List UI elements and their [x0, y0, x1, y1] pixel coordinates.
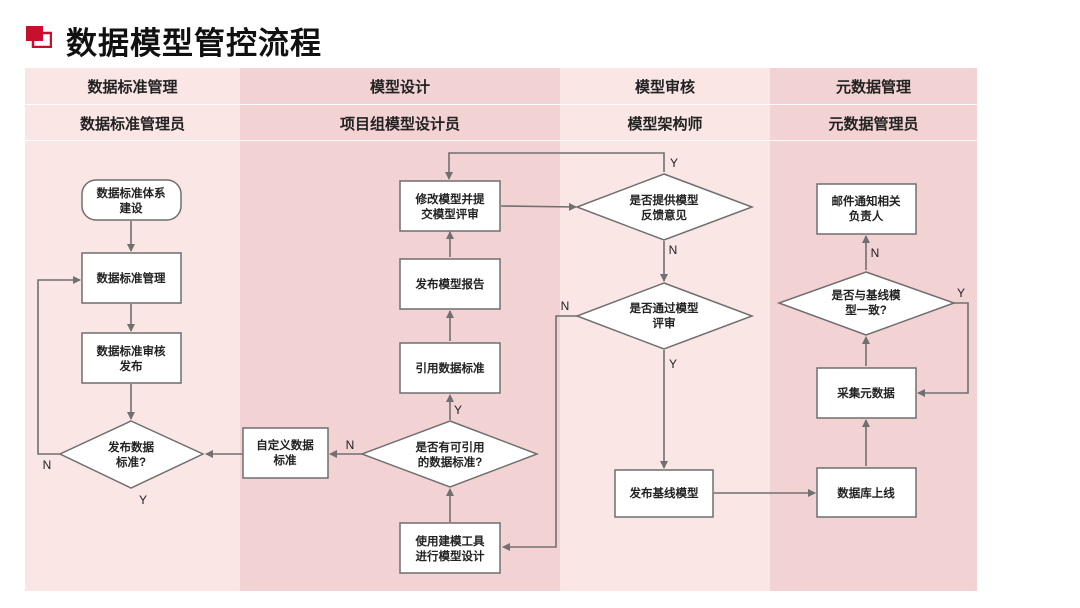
node-line: 数据标准审核: [97, 344, 166, 358]
lane-role-label: 模型架构师: [627, 115, 703, 133]
page-title: 数据模型管控流程: [66, 26, 322, 61]
node-std-review: 数据标准审核 发布: [81, 332, 182, 384]
title-bullet-icon: [26, 26, 52, 48]
node-pass-review-decision: 是否通过模型 评审: [574, 282, 755, 350]
node-line: 是否提供模型: [629, 193, 699, 207]
node-consistent-decision: 是否与基线模 型一致?: [776, 271, 957, 336]
node-modify-model: 修改模型并提 交模型评审: [399, 180, 501, 232]
edge-pass-no: [502, 315, 577, 551]
edge-feedback-yes: [445, 152, 665, 180]
edge-label: Y: [669, 357, 677, 371]
node-line: 发布基线模型: [629, 486, 699, 500]
edge-label: Y: [454, 403, 462, 417]
node-line: 引用数据标准: [416, 361, 485, 375]
edge-label: Y: [957, 286, 965, 300]
lane-stage-label: 模型审核: [634, 78, 695, 96]
lane-divider: [560, 104, 770, 105]
node-line: 发布: [119, 359, 143, 373]
edge-label: Y: [670, 156, 678, 170]
lane-role-label: 项目组模型设计员: [339, 115, 460, 133]
lane-model-design: 模型设计 项目组模型设计员: [240, 68, 560, 591]
edge-label: N: [43, 458, 52, 472]
node-line: 建设: [120, 201, 143, 215]
lane-divider: [770, 104, 977, 105]
node-cite-std: 引用数据标准: [399, 342, 501, 394]
lane-stage-label: 模型设计: [369, 78, 430, 96]
node-line: 标准?: [115, 455, 146, 469]
lane-divider: [770, 140, 977, 141]
node-line: 数据标准管理: [97, 271, 166, 285]
node-line: 进行模型设计: [416, 549, 485, 563]
edge-modify-to-feedback: [500, 202, 577, 211]
node-line: 发布模型报告: [415, 277, 485, 291]
lane-role-label: 元数据管理员: [828, 115, 919, 133]
node-db-online: 数据库上线: [816, 467, 917, 518]
node-line: 的数据标准?: [418, 455, 483, 469]
node-use-modeling-tool: 使用建模工具 进行模型设计: [399, 522, 501, 574]
edge-label: N: [669, 243, 678, 257]
node-line: 数据库上线: [837, 486, 895, 500]
node-line: 交模型评审: [421, 207, 479, 221]
node-line: 是否有可引用: [415, 440, 485, 454]
node-reusable-std-decision: 是否有可引用 的数据标准?: [359, 420, 540, 488]
edge-labels: N Y N Y Y N N Y Y N: [43, 156, 965, 507]
lane-divider: [25, 140, 240, 141]
node-line: 采集元数据: [836, 386, 895, 400]
node-line: 评审: [653, 316, 676, 330]
lane-data-standard: 数据标准管理 数据标准管理员: [25, 68, 240, 591]
edge-label: Y: [139, 493, 147, 507]
lane-divider: [240, 104, 560, 105]
edge-consistent-yes: [917, 302, 969, 397]
node-collect-metadata: 采集元数据: [816, 367, 917, 419]
node-line: 自定义数据: [256, 438, 314, 452]
node-line: 修改模型并提: [415, 192, 485, 206]
node-std-manage: 数据标准管理: [81, 252, 182, 304]
node-line: 负责人: [849, 209, 884, 223]
edge-label: N: [871, 246, 880, 260]
node-line: 是否通过模型: [629, 301, 699, 315]
node-line: 是否与基线模: [831, 288, 901, 302]
node-line: 发布数据: [107, 440, 154, 454]
node-line: 使用建模工具: [415, 534, 485, 548]
lane-divider: [240, 140, 560, 141]
lane-stage-label: 元数据管理: [835, 78, 911, 96]
node-std-system: 数据标准体系 建设: [81, 179, 182, 221]
lane-divider: [25, 104, 240, 105]
node-line: 数据标准体系: [97, 186, 166, 200]
node-email-notify: 邮件通知相关 负责人: [816, 183, 917, 235]
lane-divider: [560, 140, 770, 141]
node-line: 标准: [273, 453, 297, 467]
node-publish-std-decision: 发布数据 标准?: [58, 420, 205, 489]
lane-stage-label: 数据标准管理: [87, 78, 178, 96]
connectors: [37, 152, 969, 551]
node-publish-baseline: 发布基线模型: [614, 469, 714, 518]
node-publish-report: 发布模型报告: [399, 258, 501, 310]
node-line: 反馈意见: [641, 208, 687, 222]
node-custom-std: 自定义数据 标准: [242, 427, 329, 479]
node-line: 型一致?: [845, 303, 887, 317]
edge-label: N: [346, 438, 355, 452]
node-line: 邮件通知相关: [832, 194, 901, 208]
edge-label: N: [561, 299, 570, 313]
node-feedback-decision: 是否提供模型 反馈意见: [574, 173, 755, 241]
edge-publish-no-loop: [37, 276, 81, 455]
lane-role-label: 数据标准管理员: [79, 115, 185, 133]
